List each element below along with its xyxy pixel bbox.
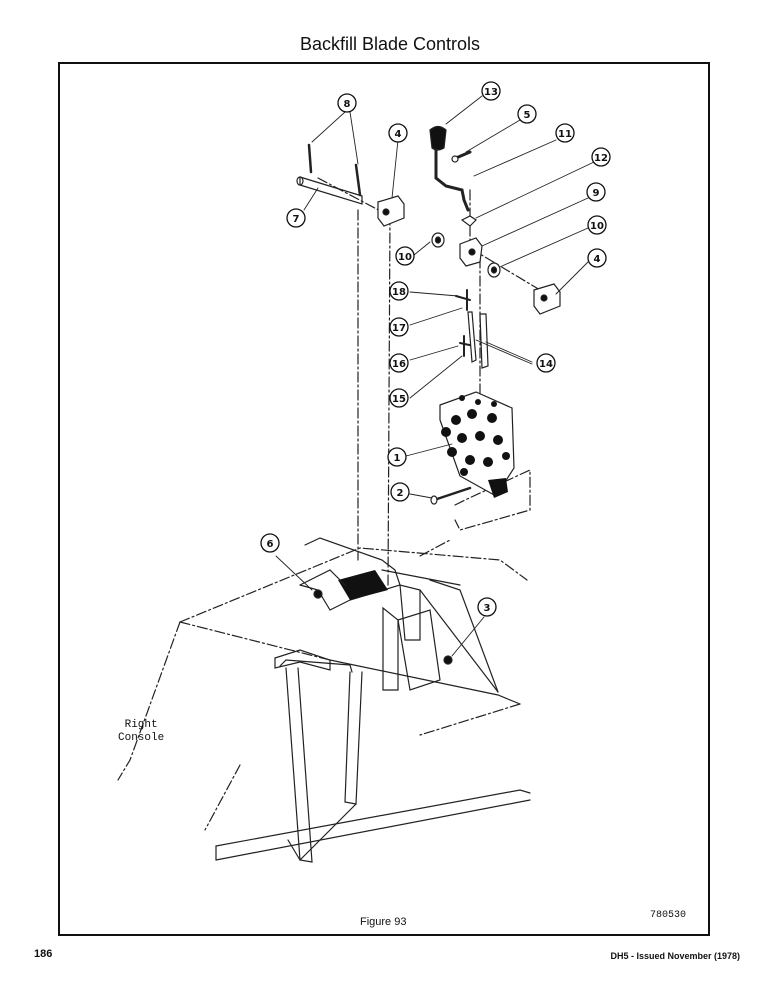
svg-text:7: 7: [293, 214, 300, 225]
callout-2: 2: [390, 482, 410, 502]
callout-11: 11: [555, 123, 575, 143]
callout-13: 13: [481, 81, 501, 101]
svg-text:12: 12: [594, 153, 608, 164]
callout-14: 14: [536, 353, 556, 373]
callout-7: 7: [286, 208, 306, 228]
figure-caption: Figure 93: [360, 916, 407, 928]
issue-footer: DH5 - Issued November (1978): [610, 951, 740, 961]
callout-6: 6: [260, 533, 280, 553]
links: [455, 289, 489, 369]
callout-4-right: 4: [587, 248, 607, 268]
callout-10-right: 10: [587, 215, 607, 235]
callout-10-left: 10: [395, 246, 415, 266]
svg-text:9: 9: [593, 188, 600, 199]
svg-text:18: 18: [392, 287, 406, 298]
callout-17: 17: [389, 317, 409, 337]
svg-text:16: 16: [392, 359, 406, 370]
svg-text:11: 11: [558, 129, 572, 140]
mount-hardware: [313, 589, 453, 665]
leader-lines: [275, 95, 595, 657]
svg-text:3: 3: [484, 603, 491, 614]
valve-body: [430, 391, 515, 505]
pivot-blocks: [377, 195, 561, 315]
callout-4-top: 4: [388, 123, 408, 143]
svg-text:6: 6: [267, 539, 274, 550]
callout-8: 8: [337, 93, 357, 113]
page-title: Backfill Blade Controls: [299, 34, 481, 54]
svg-text:10: 10: [590, 221, 604, 232]
svg-text:15: 15: [392, 394, 406, 405]
callout-15: 15: [389, 388, 409, 408]
svg-text:4: 4: [395, 129, 402, 140]
svg-text:13: 13: [484, 87, 498, 98]
svg-text:10: 10: [398, 252, 412, 263]
rod-assembly: [296, 143, 363, 205]
svg-text:17: 17: [392, 323, 406, 334]
svg-text:8: 8: [344, 99, 351, 110]
console-structure: [117, 537, 531, 863]
page-number: 186: [34, 948, 53, 960]
callouts: 8 7 4 13 5 11 12 9 10 10 4 18 17 16 15 1…: [260, 81, 611, 617]
svg-text:2: 2: [397, 488, 404, 499]
svg-text:5: 5: [524, 110, 531, 121]
callout-12: 12: [591, 147, 611, 167]
console-label-line2: Console: [118, 732, 165, 744]
figure-frame: [58, 62, 710, 936]
drawing-number: 780530: [650, 910, 687, 921]
callout-1: 1: [387, 447, 407, 467]
lever-assembly: [429, 125, 477, 227]
callout-18: 18: [389, 281, 409, 301]
console-label-line1: Right: [124, 719, 158, 731]
callout-16: 16: [389, 353, 409, 373]
callout-3: 3: [477, 597, 497, 617]
bushings: [431, 232, 501, 278]
svg-text:14: 14: [539, 359, 553, 370]
center-lines: [317, 177, 541, 586]
console-label: Right Console: [118, 719, 164, 745]
callout-9: 9: [586, 182, 606, 202]
callout-5: 5: [517, 104, 537, 124]
svg-text:1: 1: [394, 453, 401, 464]
svg-text:4: 4: [594, 254, 601, 265]
